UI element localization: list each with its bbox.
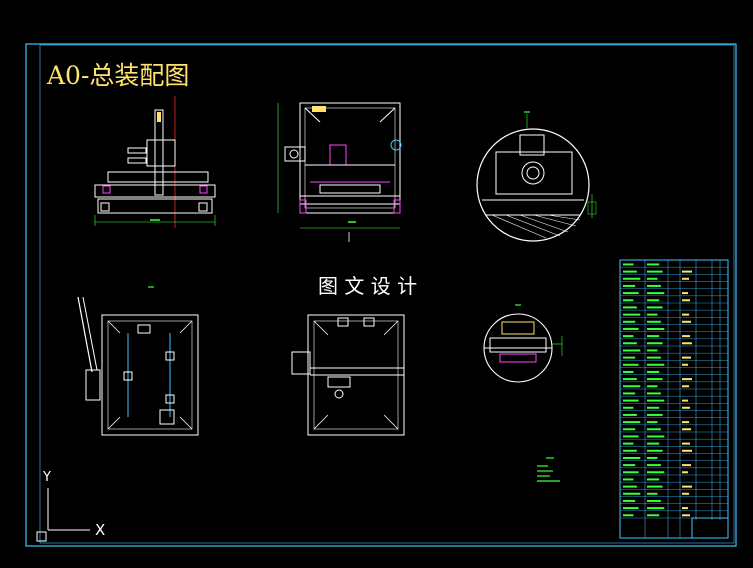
view-top-plan <box>77 286 199 436</box>
view-front-elevation <box>94 96 216 228</box>
view-bottom-plan <box>291 314 405 436</box>
bom-row-lines <box>620 266 728 519</box>
ucs-axis-marker: Y X <box>36 470 105 542</box>
view-detail-a <box>476 111 597 242</box>
view-detail-b <box>483 304 563 383</box>
technical-notes <box>537 457 560 482</box>
sheet-inner-border <box>39 44 735 544</box>
axis-y-label: Y <box>42 470 51 485</box>
sheet-outer-border <box>25 43 737 547</box>
drawing-title: A0-总装配图 <box>46 61 189 90</box>
watermark-text: 图 文 设 计 <box>318 274 417 298</box>
view-side-elevation <box>277 102 402 242</box>
axis-x-label: X <box>95 521 105 539</box>
bom-cell-text <box>623 263 693 517</box>
bom-title-block <box>619 259 729 539</box>
